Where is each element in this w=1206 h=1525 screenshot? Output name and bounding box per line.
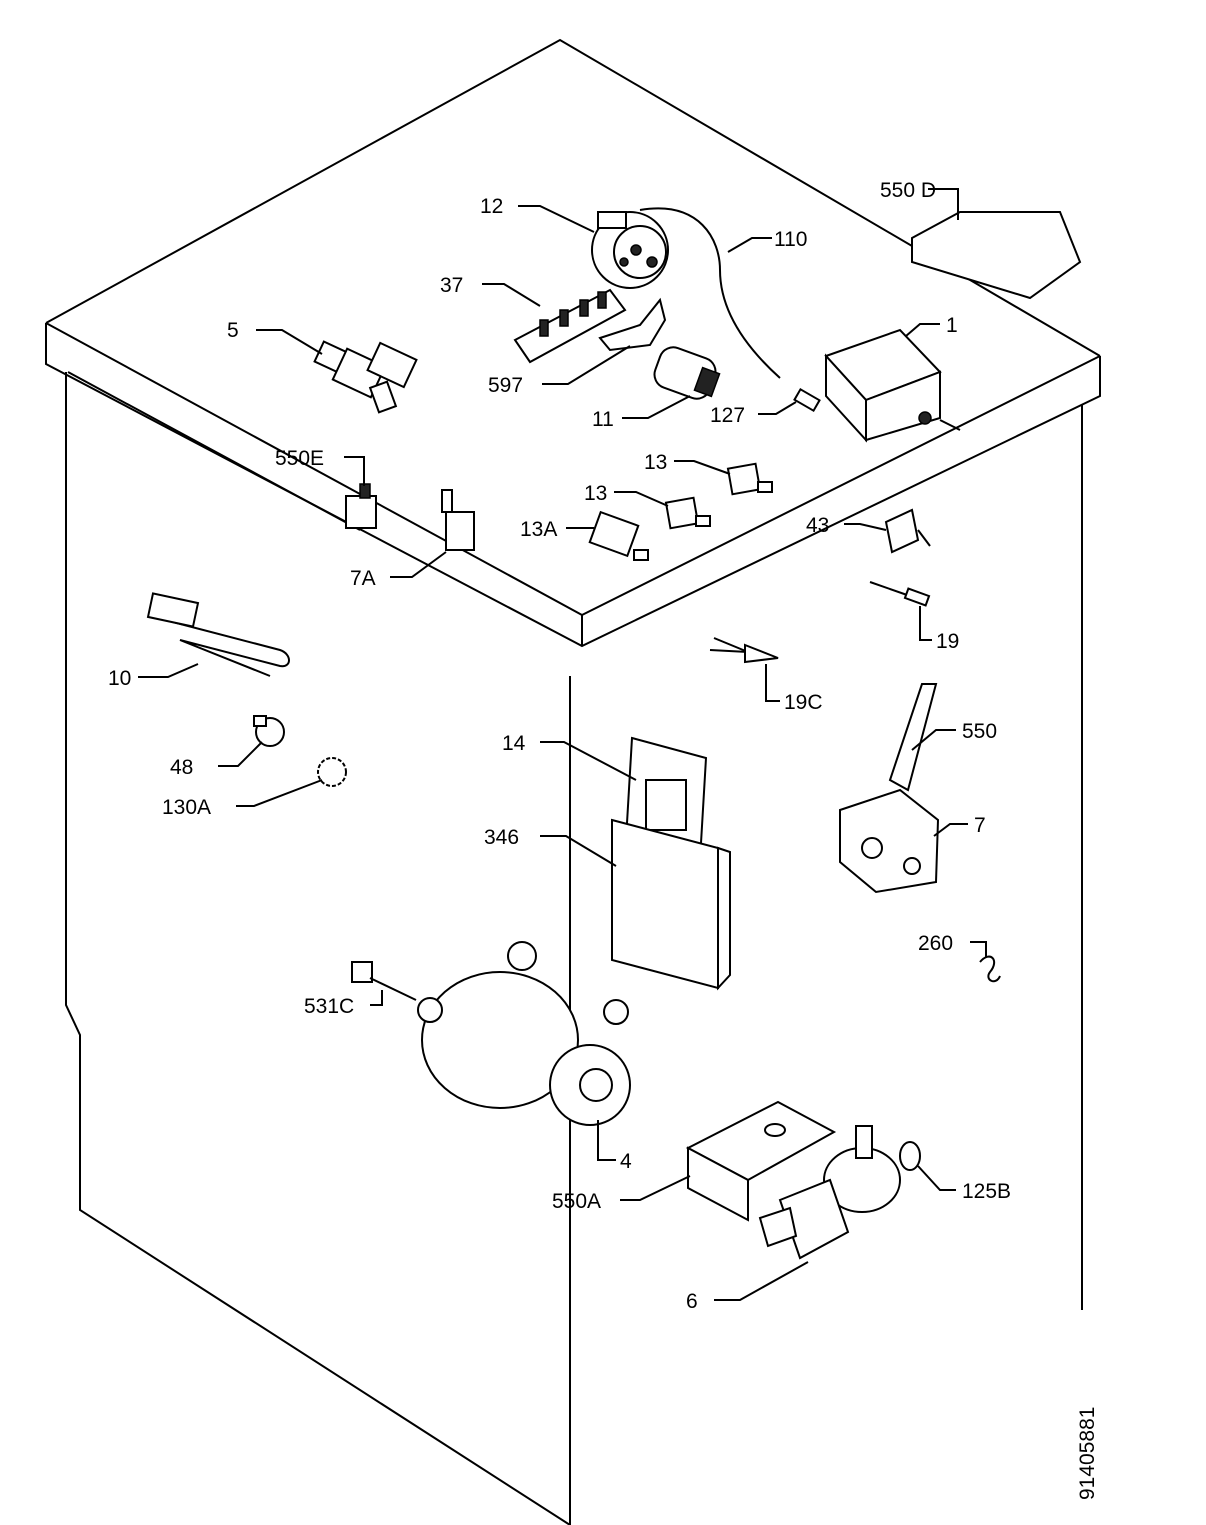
label-part-4: 4 — [620, 1150, 632, 1173]
connector-part-13a — [588, 510, 649, 561]
dispenser-part-346 — [611, 818, 731, 991]
label-part-7: 7 — [974, 814, 986, 837]
cover-plate-part-550d — [911, 211, 1082, 300]
pressure-chamber-part-48 — [253, 715, 285, 747]
drain-pump-part-6 — [758, 1125, 901, 1260]
sensor-part-19 — [869, 581, 931, 607]
leader-lines — [138, 188, 987, 1301]
suppressor-part-43 — [884, 508, 931, 554]
label-part-531c: 531C — [304, 995, 354, 1018]
plug-part-127 — [793, 387, 821, 413]
timer-part-1 — [824, 328, 961, 443]
drawing-number: 91405881 — [1076, 1407, 1099, 1500]
label-part-5: 5 — [227, 319, 239, 342]
hose-part-110 — [639, 207, 781, 379]
label-part-10: 10 — [108, 667, 131, 690]
label-part-14: 14 — [502, 732, 526, 755]
door-lock-part-7 — [839, 788, 940, 894]
sensor-part-19c — [709, 637, 779, 664]
label-part-550d: 550 D — [880, 179, 936, 202]
label-part-43: 43 — [806, 514, 829, 537]
label-part-550e: 550E — [275, 447, 324, 470]
label-part-13-lower: 13 — [584, 482, 607, 505]
bracket-part-597 — [598, 297, 667, 352]
nut-part-130a — [317, 757, 347, 787]
screw-part-531c — [351, 961, 417, 1001]
microswitch-part-7a — [441, 489, 475, 551]
label-part-12: 12 — [480, 195, 503, 218]
label-part-11: 11 — [592, 408, 614, 431]
capacitor-part-11 — [653, 346, 721, 400]
label-part-37: 37 — [440, 274, 463, 297]
label-part-7a: 7A — [350, 567, 376, 590]
seal-ring-part-125b — [899, 1141, 921, 1171]
solenoid-valve-part-5 — [313, 340, 418, 414]
heating-element-part-10 — [146, 592, 290, 677]
label-part-127: 127 — [710, 404, 745, 427]
label-part-550a: 550A — [552, 1190, 601, 1213]
label-part-48: 48 — [170, 756, 193, 779]
label-part-130a: 130A — [162, 796, 211, 819]
callout-labels: 12 110 37 5 597 11 127 1 550 D 550E 7A 1… — [108, 179, 1011, 1313]
label-part-19: 19 — [936, 630, 959, 653]
label-part-125b: 125B — [962, 1180, 1011, 1203]
label-part-346: 346 — [484, 826, 519, 849]
motor-part-4 — [417, 941, 631, 1126]
label-part-13-upper: 13 — [644, 451, 667, 474]
label-part-260: 260 — [918, 932, 953, 955]
label-part-13a: 13A — [520, 518, 557, 541]
label-part-110: 110 — [774, 228, 807, 251]
label-part-6: 6 — [686, 1290, 698, 1313]
lever-part-550 — [888, 683, 938, 792]
connector-part-13-lower — [664, 496, 711, 530]
label-part-19c: 19C — [784, 691, 823, 714]
label-part-597: 597 — [488, 374, 523, 397]
connector-part-13-upper — [726, 462, 773, 496]
terminal-block-part-37 — [513, 288, 627, 364]
spring-part-260 — [979, 955, 1001, 983]
cover-box-part-550a — [685, 1100, 837, 1222]
pressure-switch-part-12 — [591, 211, 669, 289]
label-part-550: 550 — [962, 720, 997, 743]
clip-part-550e — [345, 483, 377, 529]
label-part-1: 1 — [946, 314, 958, 337]
